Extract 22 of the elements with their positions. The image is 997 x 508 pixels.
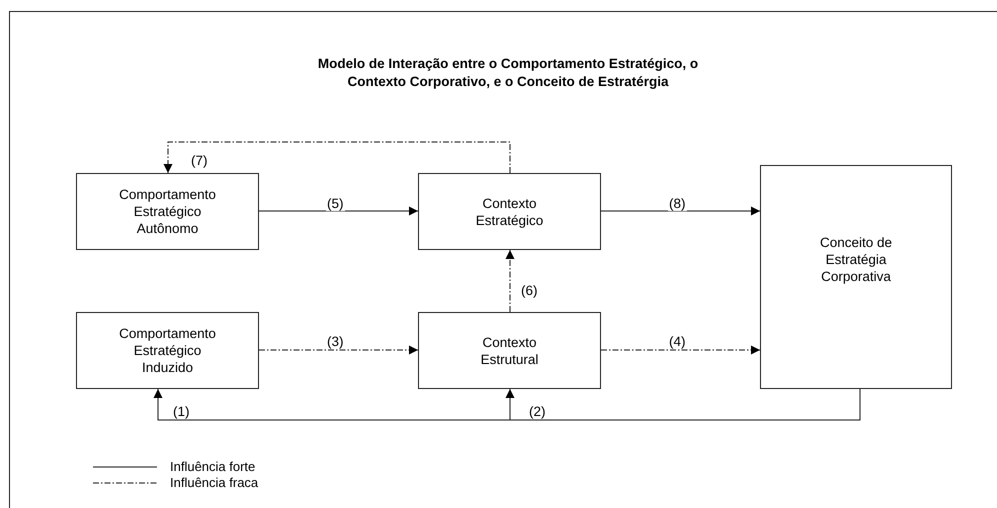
arrow xyxy=(506,250,514,312)
diagram-title: Modelo de Interação entre o Comportamento Estratégico, o Contexto Corporativo, e o Conceito de Estratérgia xyxy=(316,55,700,91)
concept-box: Contexto Estratégico xyxy=(418,173,601,250)
concept-box: Comportamento Estratégico Induzido xyxy=(76,312,259,389)
concept-box: Contexto Estrutural xyxy=(418,312,601,389)
edge-label: (6) xyxy=(520,283,538,298)
arrow xyxy=(600,206,760,216)
edge-label: (1) xyxy=(172,404,190,419)
legend-label: Influência forte xyxy=(170,459,256,474)
concept-box: Comportamento Estratégico Autônomo xyxy=(76,173,259,250)
edge-label: (4) xyxy=(668,334,686,349)
arrow xyxy=(600,346,760,354)
edge-label: (2) xyxy=(528,404,546,419)
legend-label: Influência fraca xyxy=(170,475,258,490)
arrow xyxy=(258,346,418,354)
edge-label: (8) xyxy=(668,196,686,211)
arrow xyxy=(164,142,510,174)
edge-label: (5) xyxy=(326,196,344,211)
arrow xyxy=(258,206,418,216)
edge-label: (3) xyxy=(326,334,344,349)
edge-label: (7) xyxy=(190,153,208,168)
concept-box: Conceito de Estratégia Corporativa xyxy=(760,165,952,389)
